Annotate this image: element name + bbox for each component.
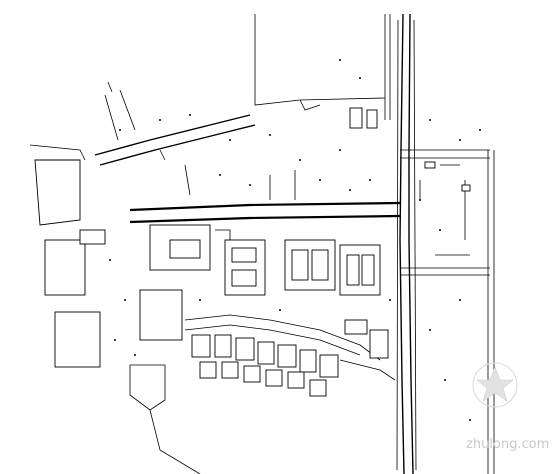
lower-housing-cluster bbox=[184, 314, 396, 397]
central-building-left bbox=[149, 224, 231, 280]
zhulong-logo-icon bbox=[472, 362, 518, 408]
left-buildings bbox=[29, 144, 106, 368]
survey-points bbox=[109, 59, 481, 421]
vertical-road-east bbox=[396, 13, 417, 474]
diagonal-road-north-west bbox=[94, 81, 256, 166]
small-features bbox=[159, 149, 471, 256]
lower-left-block bbox=[129, 289, 201, 474]
watermark: zhulong.com bbox=[466, 362, 549, 452]
vertical-road-far-east bbox=[487, 150, 495, 474]
vertical-road-north bbox=[384, 14, 391, 120]
upper-open-area bbox=[254, 14, 386, 129]
horizontal-road-main bbox=[129, 149, 490, 276]
watermark-text: zhulong.com bbox=[466, 437, 549, 452]
central-building-cluster bbox=[224, 239, 381, 296]
